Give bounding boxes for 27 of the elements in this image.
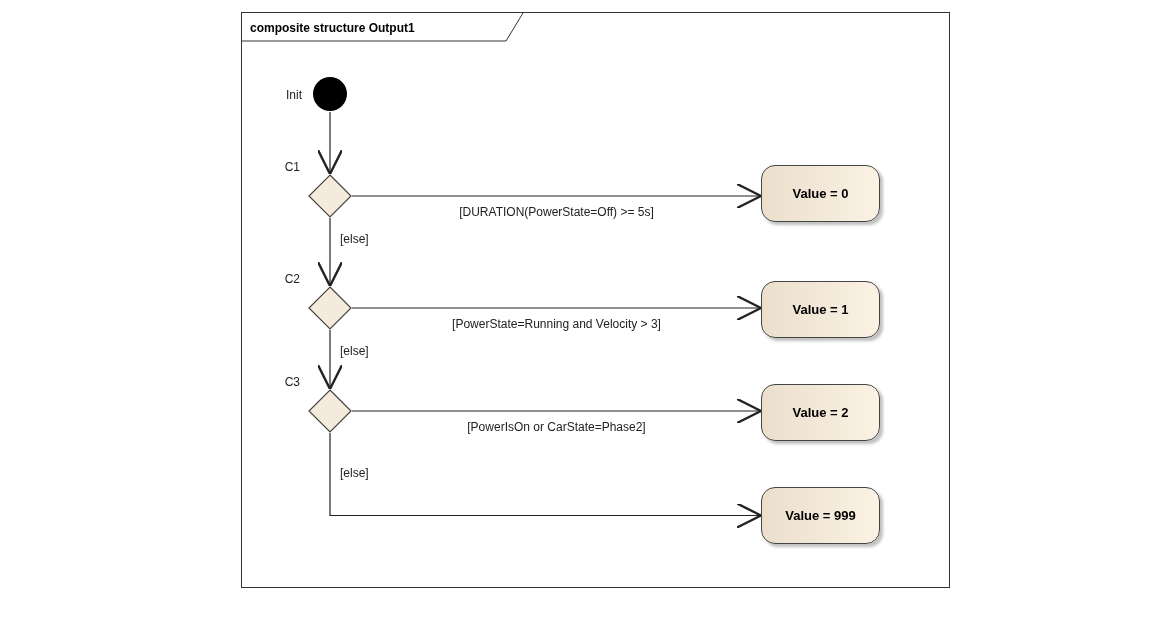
frame-title: composite structure Output1	[250, 20, 415, 37]
edge-label: [else]	[340, 232, 369, 246]
arrow	[351, 182, 763, 210]
value-box: Value = 999	[761, 487, 880, 544]
node-label: C1	[284, 159, 300, 176]
node-label: Init	[286, 87, 302, 104]
node-label: C3	[284, 374, 300, 391]
edge-label: [else]	[340, 344, 369, 358]
edge-label: [else]	[340, 466, 369, 481]
edge-label: [PowerState=Running and Velocity > 3]	[452, 317, 661, 331]
edge-label: [DURATION(PowerState=Off) >= 5s]	[459, 205, 654, 219]
arrow	[316, 217, 344, 288]
frame	[241, 12, 950, 588]
value-box: Value = 0	[761, 165, 880, 222]
arrow	[329, 432, 763, 529]
decision-diamond	[308, 174, 352, 218]
node-label: C2	[284, 271, 300, 288]
initial-node	[312, 76, 348, 112]
decision-diamond	[308, 389, 352, 433]
arrow	[351, 397, 763, 425]
edge-label: [PowerIsOn or CarState=Phase2]	[467, 420, 646, 434]
arrow	[316, 111, 344, 176]
value-box: Value = 2	[761, 384, 880, 441]
arrow	[316, 329, 344, 391]
arrow	[351, 294, 763, 322]
decision-diamond	[308, 286, 352, 330]
value-box: Value = 1	[761, 281, 880, 338]
